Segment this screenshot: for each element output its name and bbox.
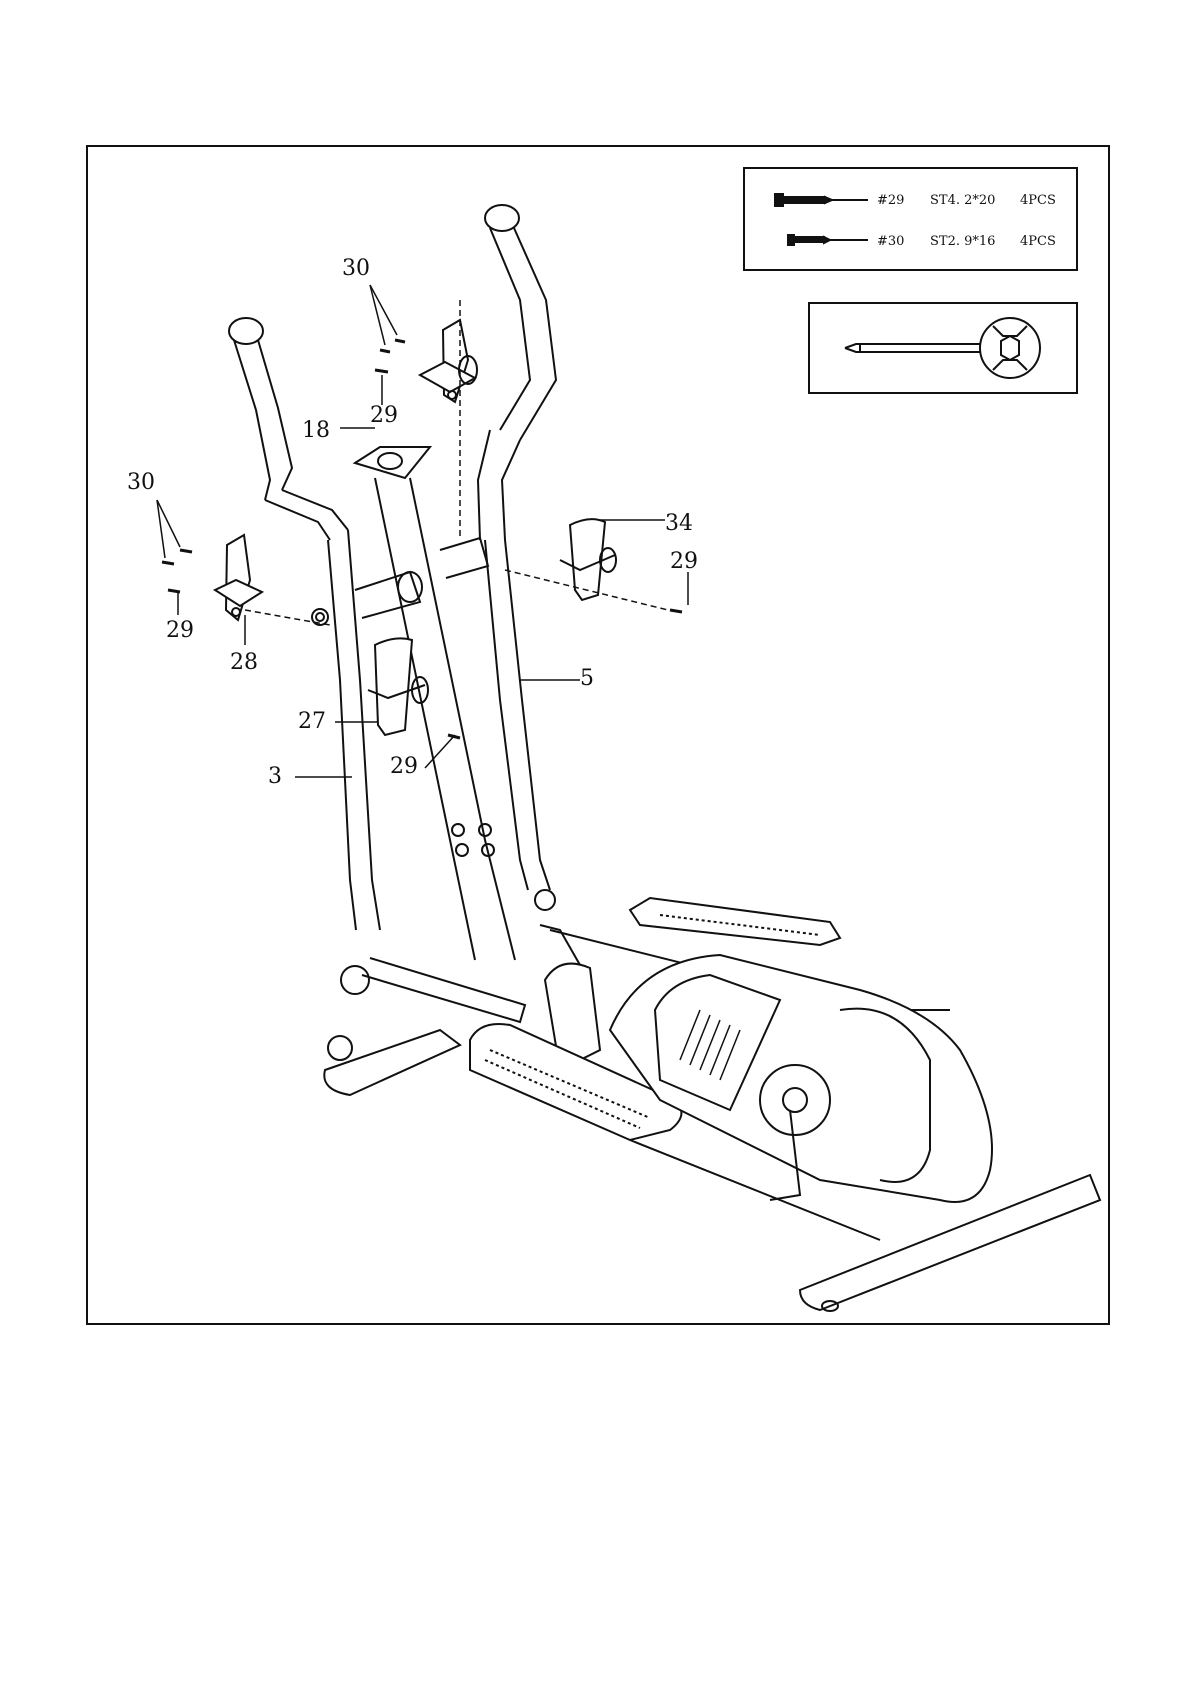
callout-30-top: 30 [342, 258, 370, 280]
screw-29-icon [775, 194, 868, 206]
flywheel-housing [610, 955, 992, 1202]
left-handlebar-pole [229, 318, 380, 930]
callout-29-right: 29 [670, 551, 698, 573]
callout-18: 18 [302, 420, 330, 442]
callout-29-left: 29 [166, 620, 194, 642]
hw-qty-30: 4PCS [1020, 234, 1056, 249]
tube-cover-34 [560, 519, 616, 600]
hw-part-30: #30 [877, 234, 904, 249]
tube-cover-27 [368, 638, 428, 735]
callout-28: 28 [230, 652, 258, 674]
hw-qty-29: 4PCS [1020, 193, 1056, 208]
right-pedal [630, 898, 840, 945]
hw-size-29: ST4. 2*20 [930, 193, 995, 208]
pivot-tubes [355, 538, 488, 618]
callout-30-left: 30 [127, 472, 155, 494]
callout-29-top: 29 [370, 405, 398, 427]
right-handlebar-pole [478, 205, 556, 890]
callout-34: 34 [665, 513, 693, 535]
top-bracket-cover [420, 320, 477, 402]
callout-5: 5 [580, 668, 594, 690]
callout-29-mid: 29 [390, 756, 418, 778]
hw-size-30: ST2. 9*16 [930, 234, 995, 249]
hw-part-29: #29 [877, 193, 904, 208]
callout-3: 3 [268, 766, 282, 788]
callout-27: 27 [298, 711, 326, 733]
screw-30-icon [788, 235, 868, 245]
left-bracket-cover [215, 535, 262, 620]
wrench-tool-icon [845, 318, 1040, 378]
